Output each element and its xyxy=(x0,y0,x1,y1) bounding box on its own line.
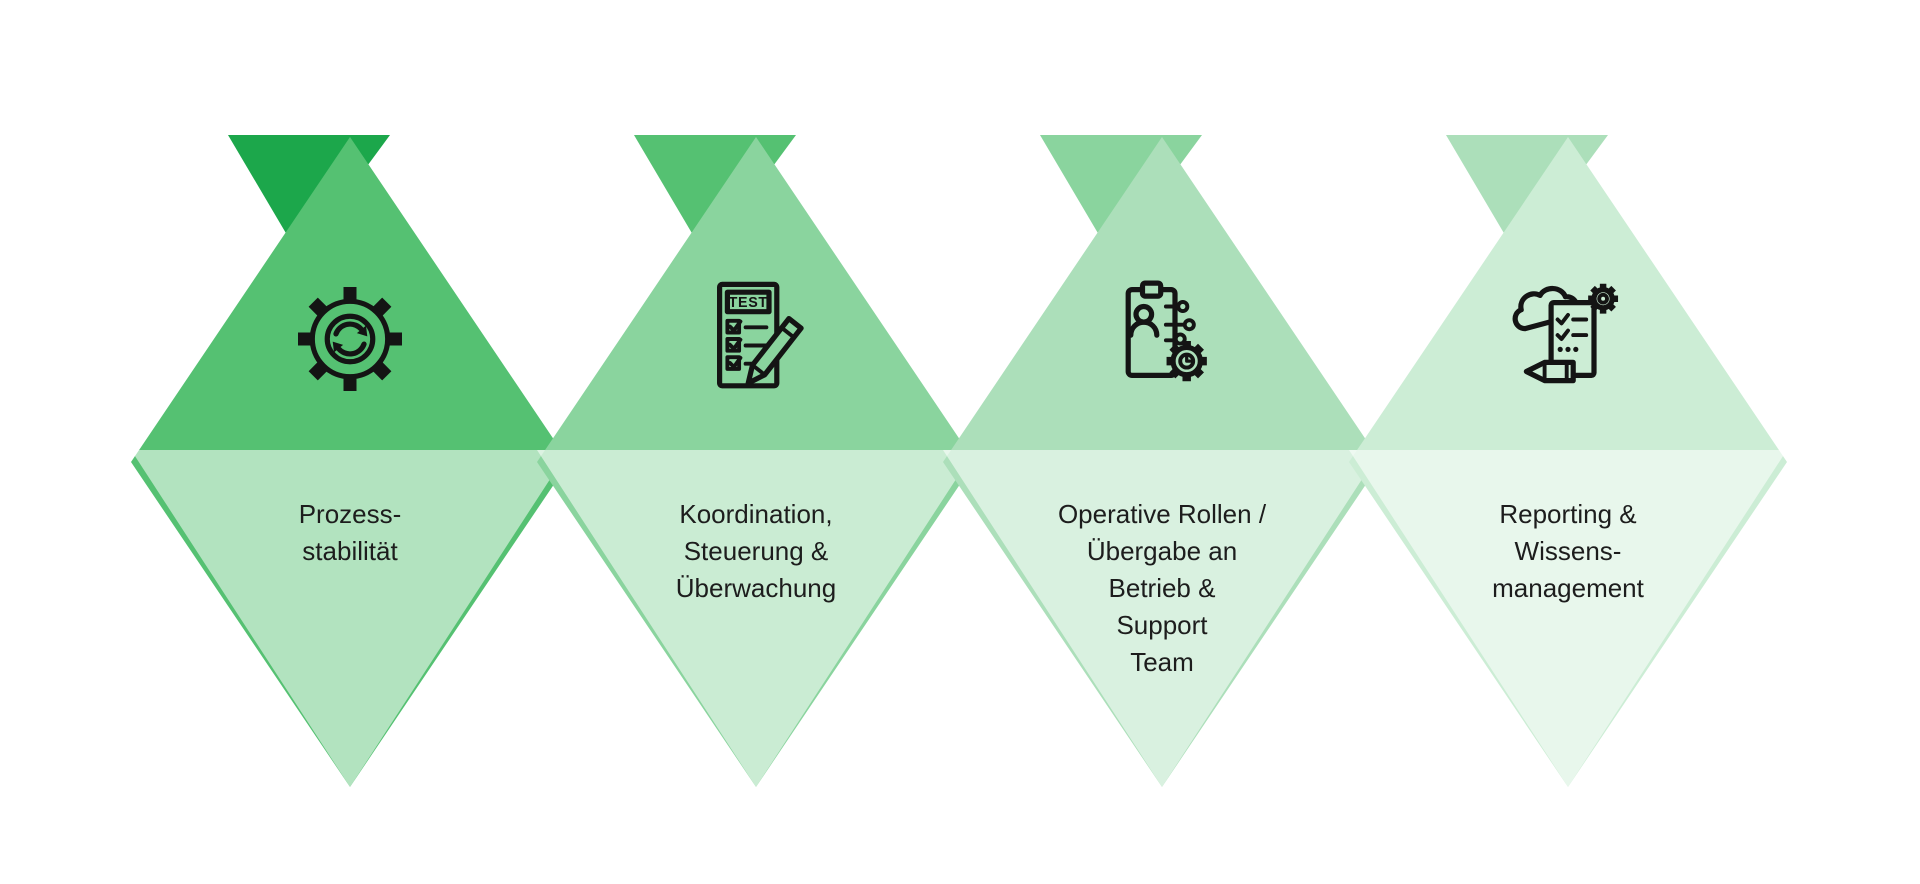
sync-arrow-top xyxy=(333,321,365,337)
step-4-shape xyxy=(1349,135,1787,787)
sync-arrowhead-bottom xyxy=(332,341,344,353)
test-checklist-pencil-icon: TEST xyxy=(716,281,804,389)
person-shoulders xyxy=(1128,319,1160,338)
step-3-shape xyxy=(943,135,1381,787)
clipboard-handover-gear-icon xyxy=(1125,280,1207,382)
step-2-bottom-tint xyxy=(537,450,975,787)
flow-dot-3 xyxy=(1173,332,1187,346)
gear-teeth xyxy=(297,286,402,391)
pencil-eraser-line xyxy=(779,325,796,340)
pencil-tip-line xyxy=(750,363,767,377)
clock-face xyxy=(1178,352,1196,370)
test-text: TEST xyxy=(729,295,768,311)
pencil xyxy=(1523,359,1576,384)
mini-gear-body xyxy=(1591,286,1615,311)
step-2-label: Koordination, Steuerung & Überwachung xyxy=(675,499,837,603)
checkbox-2 xyxy=(725,337,742,353)
checkbox-1 xyxy=(725,318,742,335)
gear-inner-ring xyxy=(324,313,376,365)
flow-dot-1 xyxy=(1176,299,1190,313)
checkbox-3 xyxy=(725,355,742,371)
mini-gear-teeth xyxy=(1588,283,1619,314)
step-1-bottom-tint xyxy=(131,450,569,787)
report-dot-1 xyxy=(1557,346,1563,352)
step-4-label: Reporting & Wissens- management xyxy=(1492,499,1644,603)
gear-sync-icon xyxy=(297,286,402,391)
cloud-report-pencil-icon xyxy=(1512,283,1619,384)
step-1-label: Prozess- stabilität xyxy=(298,499,402,566)
sync-arrowhead-top xyxy=(356,325,368,337)
report-check-2 xyxy=(1555,328,1570,341)
check-3 xyxy=(728,355,743,369)
clock-hands xyxy=(1185,354,1192,363)
gear-outer-ring xyxy=(309,298,391,380)
test-title-box xyxy=(724,289,772,315)
flow-dot-2 xyxy=(1182,318,1196,332)
report-dot-3 xyxy=(1573,346,1579,352)
step-3-bottom-tint xyxy=(943,450,1381,787)
clipboard-clip xyxy=(1139,280,1164,299)
report-check-1 xyxy=(1555,312,1570,326)
step-1-shape xyxy=(131,135,569,787)
step-2-shape: TEST xyxy=(537,135,975,787)
step-4-bottom-tint xyxy=(1349,450,1787,787)
small-gear-teeth xyxy=(1166,340,1207,382)
sync-arrow-bottom xyxy=(335,341,367,357)
report-dot-2 xyxy=(1565,346,1571,352)
mini-gear-hub xyxy=(1597,292,1609,305)
step-3-label: Operative Rollen / Übergabe an Betrieb &… xyxy=(1057,499,1267,677)
check-1 xyxy=(728,319,743,333)
check-2 xyxy=(728,337,743,351)
